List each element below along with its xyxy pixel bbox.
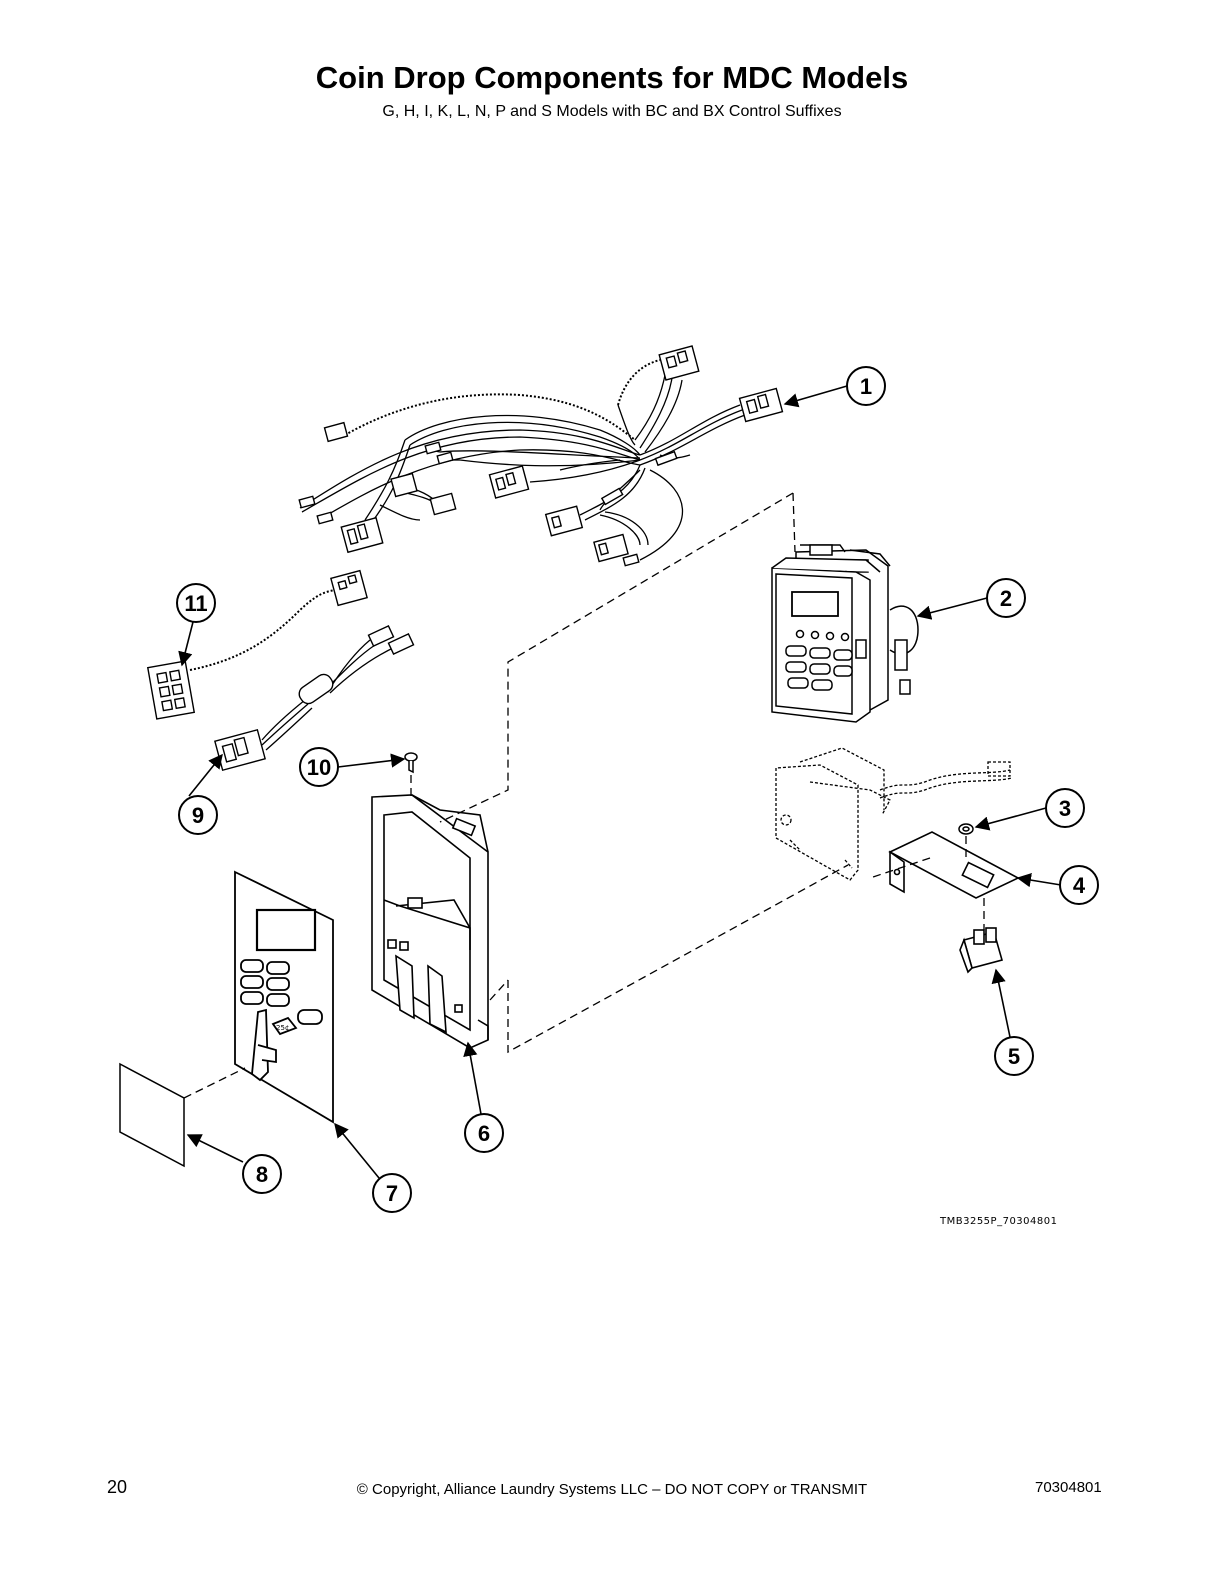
harness-connectors: [298, 345, 784, 567]
callout-5: 5: [994, 1036, 1034, 1076]
coin-drop-overlay: 25¢: [234, 870, 334, 1124]
auxiliary-connectors: [146, 569, 415, 772]
nut: [958, 823, 974, 835]
footer-page-number: 20: [107, 1477, 128, 1497]
wire-harness: [299, 359, 746, 561]
page-subtitle: G, H, I, K, L, N, P and S Models with BC…: [382, 103, 842, 120]
callout-6-label: 6: [478, 1121, 490, 1146]
blank-label: [119, 1062, 185, 1168]
reference-bracket-assembly: [775, 747, 1013, 881]
callout-1-label: 1: [860, 374, 872, 399]
callout-5-label: 5: [1008, 1044, 1020, 1069]
callout-2-label: 2: [1000, 586, 1012, 611]
coin-label-sticker: 25¢: [276, 1024, 289, 1032]
drawing-id: TMB3255P_70304801: [939, 1216, 1057, 1227]
callout-4: 4: [1059, 865, 1099, 905]
rocker-switch: [959, 927, 1003, 974]
callout-6: 6: [464, 1113, 504, 1153]
callout-7: 7: [372, 1173, 412, 1213]
coin-drop-frame: [371, 794, 489, 1049]
screw: [404, 752, 418, 774]
callout-11: 11: [176, 583, 216, 623]
callout-2: 2: [986, 578, 1026, 618]
electronic-control: [771, 544, 919, 723]
callout-9-label: 9: [192, 803, 204, 828]
switch-bracket: [888, 831, 1020, 899]
callout-10: 10: [299, 747, 339, 787]
callout-7-label: 7: [386, 1181, 398, 1206]
leader-arrows: [178, 385, 1062, 1179]
footer-document-number: 70304801: [1035, 1479, 1102, 1496]
callout-10-label: 10: [307, 755, 331, 780]
callout-4-label: 4: [1073, 873, 1086, 898]
callout-1: 1: [846, 366, 886, 406]
auxiliary-harness: [189, 589, 396, 751]
alignment-lines: [183, 492, 985, 1099]
callout-11-label: 11: [184, 591, 207, 616]
page-title: Coin Drop Components for MDC Models: [315, 60, 909, 95]
callout-8: 8: [242, 1154, 282, 1194]
callout-3-label: 3: [1059, 796, 1071, 821]
callout-8-label: 8: [256, 1162, 268, 1187]
callout-9: 9: [178, 795, 218, 835]
footer-copyright: © Copyright, Alliance Laundry Systems LL…: [356, 1481, 868, 1498]
callout-3: 3: [1045, 788, 1085, 828]
